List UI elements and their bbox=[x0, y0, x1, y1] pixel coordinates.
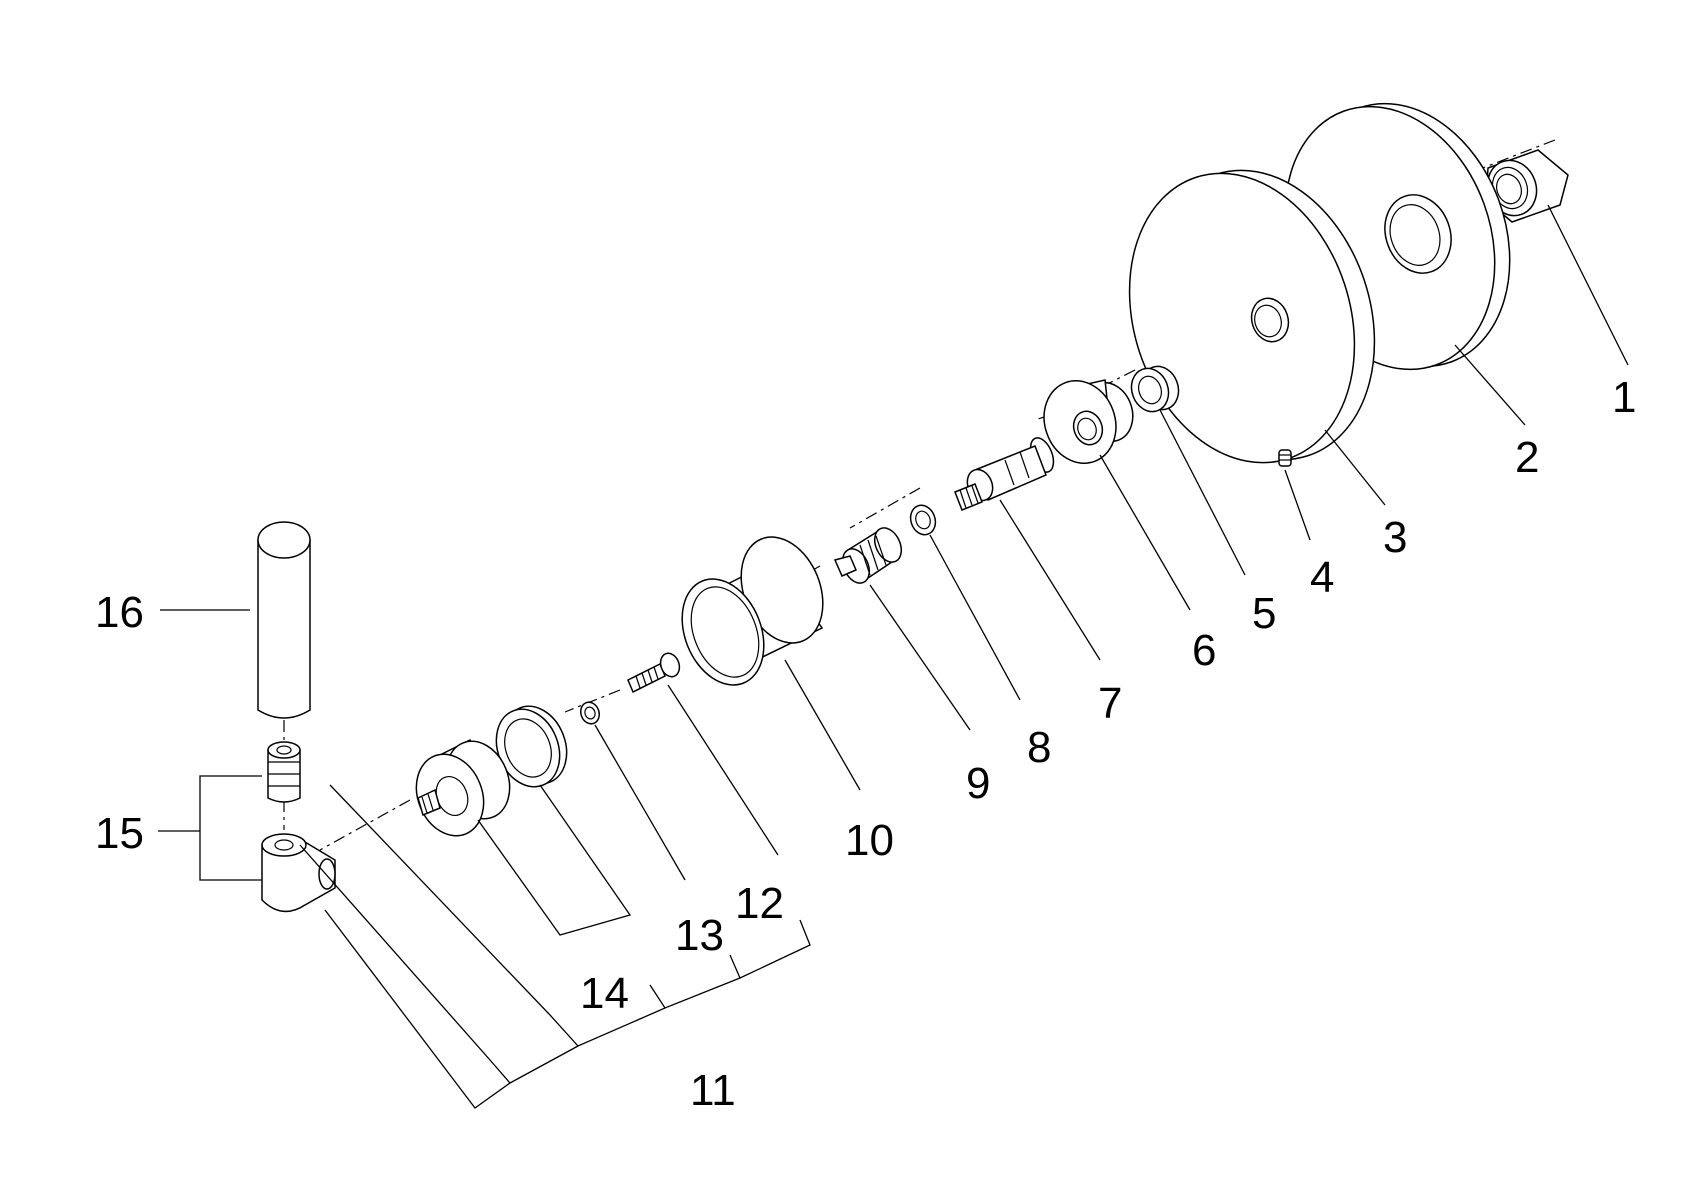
axis-segment bbox=[849, 487, 921, 529]
callout-7: 7 bbox=[1098, 679, 1122, 728]
leader-lines bbox=[158, 204, 1629, 1109]
callout-10: 10 bbox=[845, 816, 894, 865]
callout-15: 15 bbox=[95, 809, 144, 858]
part-8-washer bbox=[909, 504, 937, 536]
part-16-handle-rod bbox=[257, 521, 311, 719]
part-1-nut bbox=[1485, 149, 1569, 223]
callout-1: 1 bbox=[1612, 373, 1636, 422]
part-9-adapter bbox=[833, 527, 903, 584]
part-12-screw bbox=[627, 652, 681, 694]
callout-11: 11 bbox=[690, 1066, 736, 1115]
callout-9: 9 bbox=[966, 759, 990, 808]
callout-4: 4 bbox=[1310, 553, 1334, 602]
part-4-set-screw bbox=[1278, 449, 1292, 467]
callout-12: 12 bbox=[735, 879, 784, 928]
callout-3: 3 bbox=[1383, 513, 1407, 562]
part-14-cap-ring bbox=[495, 705, 568, 788]
axis-segment bbox=[564, 689, 621, 713]
part-7-spindle bbox=[954, 437, 1055, 511]
callout-8: 8 bbox=[1027, 723, 1051, 772]
callout-16: 16 bbox=[95, 588, 144, 637]
callout-6: 6 bbox=[1192, 626, 1216, 675]
part-6-bonnet bbox=[1043, 379, 1134, 464]
part-14-cap-body bbox=[415, 738, 511, 837]
callout-14: 14 bbox=[580, 969, 629, 1018]
axis-segment bbox=[319, 799, 411, 851]
callout-labels: 1 2 3 4 5 6 7 8 9 10 11 12 13 14 15 16 bbox=[95, 373, 1636, 1115]
callout-2: 2 bbox=[1515, 433, 1539, 482]
callout-13: 13 bbox=[675, 911, 724, 960]
part-13-small-washer bbox=[579, 701, 601, 725]
part-15-coupling bbox=[267, 741, 301, 803]
part-15-lever-base bbox=[261, 833, 336, 913]
part-5-ring bbox=[1130, 365, 1180, 413]
part-3-rosette bbox=[1128, 169, 1376, 464]
callout-5: 5 bbox=[1252, 589, 1276, 638]
part-10-sleeve bbox=[681, 536, 824, 686]
